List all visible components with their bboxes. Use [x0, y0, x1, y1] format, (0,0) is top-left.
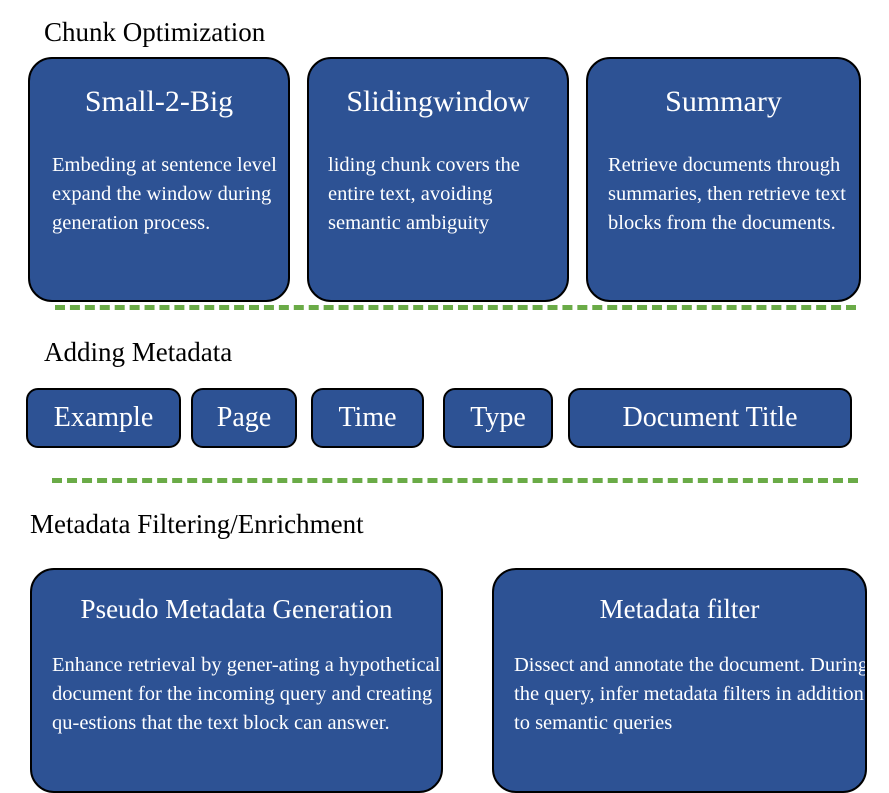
- metadata-pill-time: Time: [311, 388, 424, 448]
- card-body-pseudo-metadata-generation: Enhance retrieval by gener-ating a hypot…: [52, 654, 441, 734]
- section-heading-chunk-optimization: Chunk Optimization: [44, 17, 266, 47]
- card-body-small-2-big: Embeding at sentence level expand the wi…: [52, 154, 277, 234]
- section-heading-metadata-filtering: Metadata Filtering/Enrichment: [30, 509, 364, 539]
- section-heading-adding-metadata: Adding Metadata: [44, 337, 233, 367]
- dashed-divider-bottom: [52, 478, 858, 483]
- card-body-metadata-filter: Dissect and annotate the document. Durin…: [514, 654, 867, 734]
- metadata-pill-document-title: Document Title: [568, 388, 852, 448]
- card-title-slidingwindow: Slidingwindow: [346, 85, 530, 118]
- card-body-slidingwindow: liding chunk covers the entire text, avo…: [328, 154, 520, 234]
- card-slidingwindow: Slidingwindow liding chunk covers the en…: [307, 57, 569, 302]
- card-title-summary: Summary: [665, 85, 782, 118]
- card-metadata-filter: Metadata filter Dissect and annotate the…: [492, 568, 867, 793]
- metadata-pill-example: Example: [26, 388, 181, 448]
- metadata-pill-type: Type: [443, 388, 553, 448]
- card-title-pseudo-metadata-generation: Pseudo Metadata Generation: [80, 594, 393, 624]
- card-title-metadata-filter: Metadata filter: [599, 594, 760, 624]
- card-title-small-2-big: Small-2-Big: [84, 85, 234, 118]
- dashed-divider-top: [55, 305, 856, 310]
- card-summary: Summary Retrieve documents through summa…: [586, 57, 861, 302]
- card-body-summary: Retrieve documents through summaries, th…: [608, 154, 846, 234]
- card-pseudo-metadata-generation: Pseudo Metadata Generation Enhance retri…: [30, 568, 443, 793]
- metadata-pill-page: Page: [191, 388, 297, 448]
- card-small-2-big: Small-2-Big Embeding at sentence level e…: [28, 57, 290, 302]
